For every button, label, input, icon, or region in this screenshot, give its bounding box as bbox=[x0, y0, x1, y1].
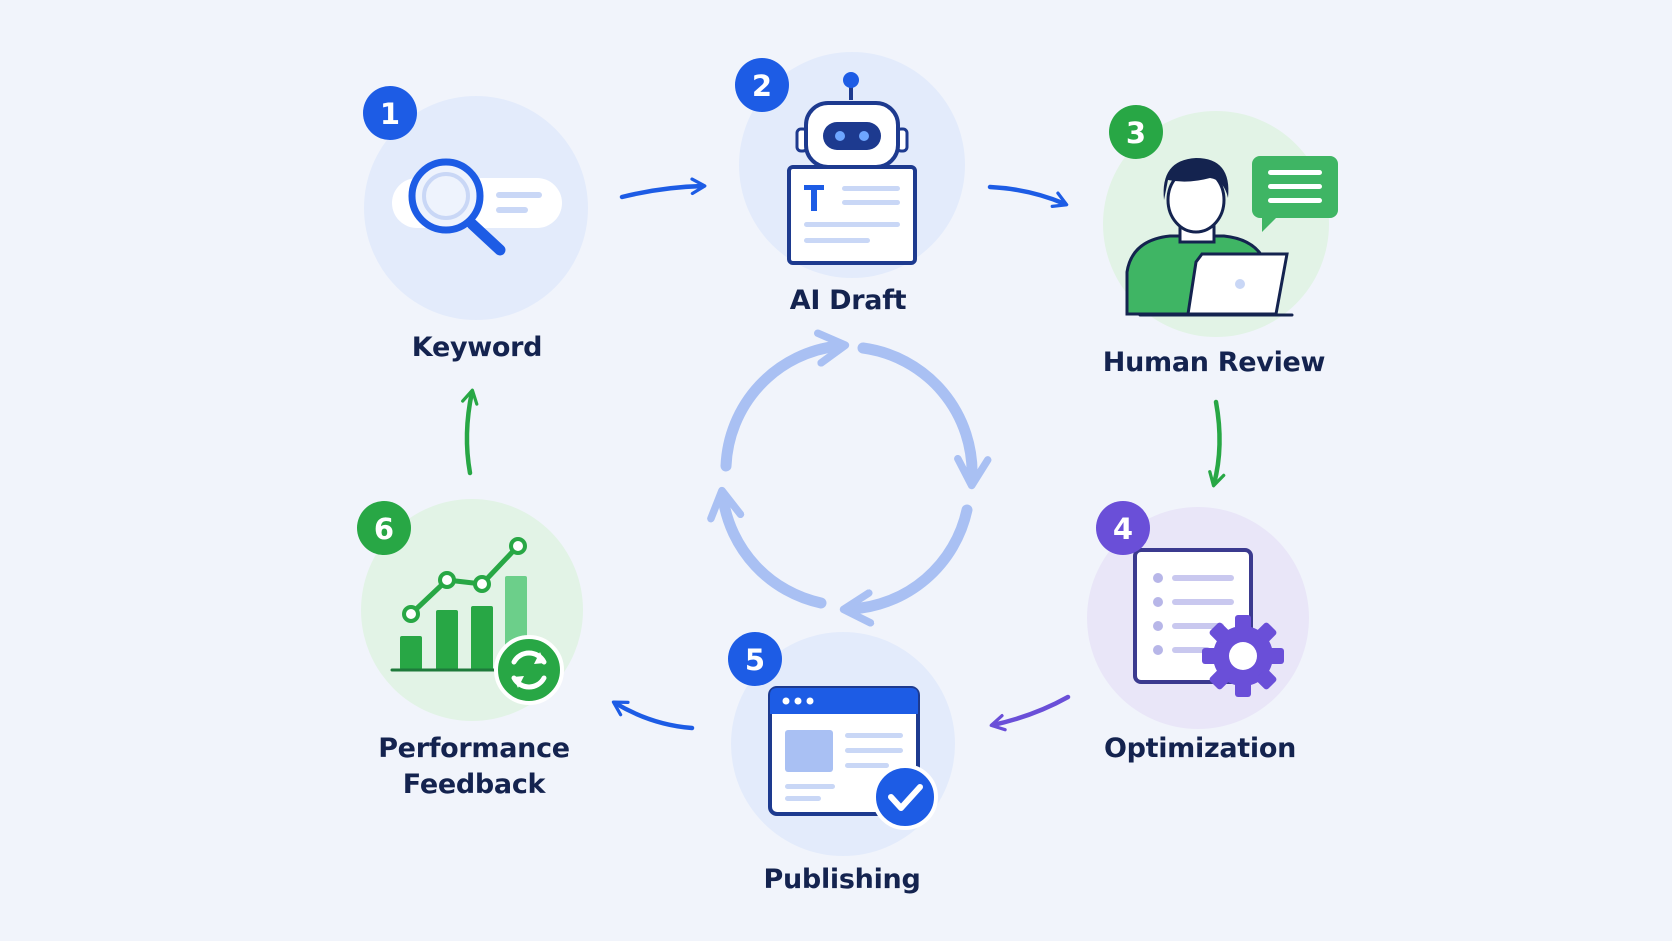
step-label-performance-feedback: Performance Feedback bbox=[378, 731, 570, 803]
step-4-optimization: 4 bbox=[1087, 501, 1309, 729]
step-badge-2: 2 bbox=[735, 58, 789, 112]
step-badge-5: 5 bbox=[728, 632, 782, 686]
step-badge-1: 1 bbox=[363, 86, 417, 140]
step-5-publishing: 5 bbox=[728, 632, 955, 856]
robot-document-icon bbox=[787, 72, 917, 265]
step-badge-4: 4 bbox=[1096, 501, 1150, 555]
flow-arrow-4-to-5 bbox=[989, 694, 1071, 732]
person-laptop-icon bbox=[1125, 158, 1294, 317]
cycle-arrows-icon bbox=[707, 329, 992, 627]
flow-arrow-3-to-4 bbox=[1208, 399, 1226, 488]
step-number-5: 5 bbox=[745, 643, 765, 677]
step-label-human-review: Human Review bbox=[1102, 347, 1326, 378]
search-icon bbox=[392, 158, 562, 256]
flow-arrow-5-to-6 bbox=[611, 700, 695, 731]
step-number-4: 4 bbox=[1113, 512, 1133, 546]
step-1-keyword: 1 bbox=[363, 86, 588, 320]
step-badge-6: 6 bbox=[357, 501, 411, 555]
step-label-ai-draft: AI Draft bbox=[789, 285, 907, 316]
chat-bubble-icon bbox=[1252, 156, 1338, 232]
step-number-6: 6 bbox=[374, 512, 394, 546]
step-label-publishing: Publishing bbox=[763, 864, 921, 895]
step-6-performance-feedback: 6 bbox=[357, 499, 583, 721]
flow-arrow-2-to-3 bbox=[987, 184, 1069, 208]
flow-arrow-6-to-1 bbox=[461, 388, 479, 476]
step-label-performance-line2: Feedback bbox=[402, 769, 546, 800]
browser-check-icon bbox=[768, 686, 938, 830]
step-label-keyword: Keyword bbox=[411, 332, 543, 363]
step-2-ai-draft: 2 bbox=[735, 52, 965, 278]
step-3-human-review: 3 bbox=[1103, 105, 1338, 337]
step-number-3: 3 bbox=[1126, 116, 1146, 150]
step-number-1: 1 bbox=[380, 97, 400, 131]
step-number-2: 2 bbox=[752, 69, 772, 103]
step-badge-3: 3 bbox=[1109, 105, 1163, 159]
flow-arrow-1-to-2 bbox=[619, 177, 707, 200]
step-label-performance-line1: Performance bbox=[378, 733, 570, 764]
refresh-icon bbox=[494, 635, 564, 705]
checklist-gear-icon bbox=[1133, 548, 1284, 697]
step-label-optimization: Optimization bbox=[1103, 733, 1297, 764]
